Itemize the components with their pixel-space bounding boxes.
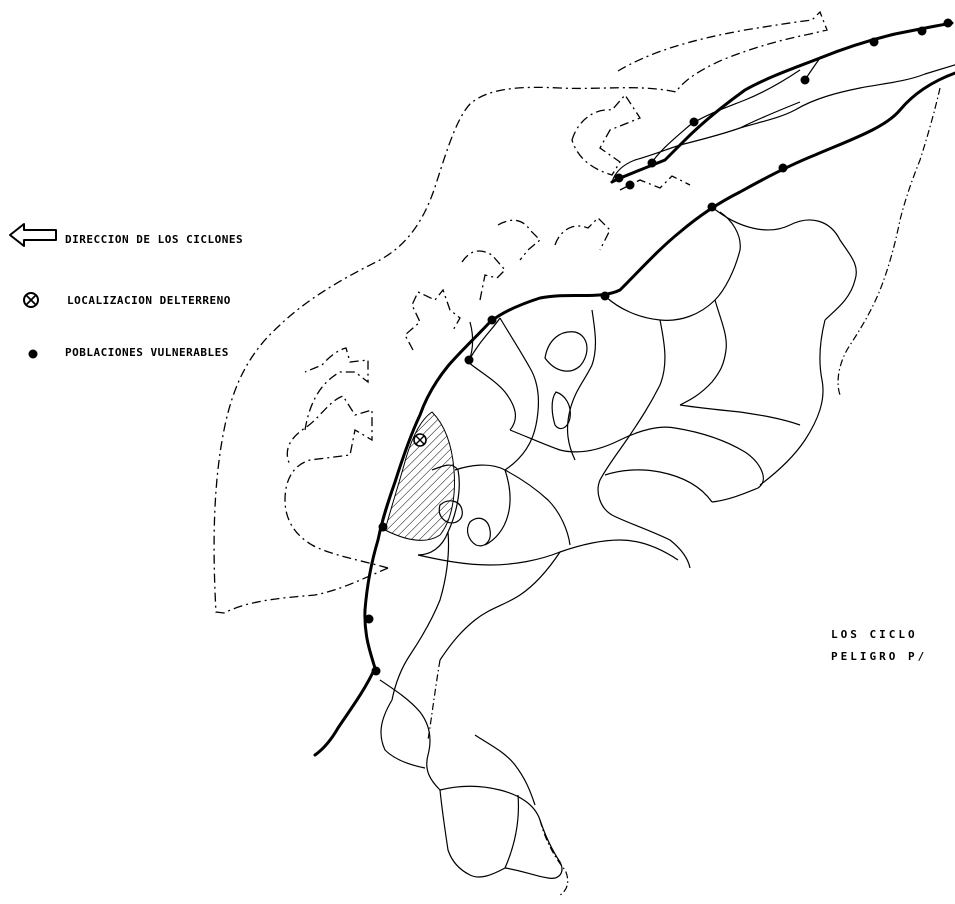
town-dot (800, 75, 810, 85)
town-dot (625, 180, 635, 190)
southern-boundary (427, 659, 569, 896)
town-dot (600, 291, 610, 301)
legend-item-terrain-location: LOCALIZACION DELTERRENO (23, 292, 231, 308)
border-line (439, 789, 506, 878)
border-line (467, 317, 501, 363)
vulnerable-towns (364, 18, 953, 676)
town-dot (614, 173, 624, 183)
cyclone-track (213, 10, 828, 614)
border-line (544, 331, 588, 372)
note-line-1: LOS CICLO (831, 628, 918, 641)
border-line (629, 319, 666, 436)
border-line (499, 317, 540, 471)
border-line (504, 794, 520, 869)
cyclone-track-mid-3 (497, 219, 541, 261)
cyclone-track-mid-4 (554, 217, 611, 251)
border-line (679, 404, 801, 426)
town-dot (487, 315, 497, 325)
border-line (484, 469, 511, 546)
legend-item-vulnerable-towns: POBLACIONES VULNERABLES (28, 346, 229, 359)
border-line (466, 517, 491, 547)
town-dot (378, 522, 388, 532)
terrain-hatch (384, 411, 455, 541)
town-dot (689, 117, 699, 127)
border-line (439, 785, 563, 879)
town-dot (778, 163, 788, 173)
town-dot (371, 666, 381, 676)
lagoon-coast (611, 57, 955, 183)
town-dot (364, 614, 374, 624)
legend-item-cyclone-direction: DIRECCION DE LOS CICLONES (9, 223, 243, 247)
municipal-borders (379, 206, 857, 879)
border-line (467, 361, 517, 431)
legend-label-terrain-location: LOCALIZACION DELTERRENO (67, 294, 231, 307)
border-line (509, 426, 764, 503)
cyclone-track-outer (213, 10, 828, 614)
filled-dot-icon (28, 349, 38, 359)
border-line (379, 679, 441, 791)
legend-label-vulnerable-towns: POBLACIONES VULNERABLES (65, 346, 229, 359)
border-line (474, 734, 536, 806)
cyclone-track-inner (284, 347, 389, 569)
cyclone-track-mid (404, 288, 461, 351)
border-line (391, 531, 450, 701)
border-line (604, 469, 713, 503)
hollow-arrow-left-icon (9, 223, 57, 247)
eastern-boundary (837, 87, 941, 396)
town-dot (869, 37, 879, 47)
town-dot (917, 26, 927, 36)
cyclone-track-mid-2 (461, 250, 506, 301)
terrain-marker-icon (413, 433, 427, 447)
border-line (604, 211, 741, 321)
border-line (679, 299, 727, 406)
terrain-area (384, 411, 455, 541)
legend-label-cyclone-direction: DIRECCION DE LOS CICLONES (65, 233, 243, 246)
border-line (566, 309, 597, 461)
coastline (313, 21, 955, 757)
map-note: LOS CICLO PELIGRO P/ (831, 628, 927, 663)
town-dot (707, 202, 717, 212)
border-line (439, 551, 561, 661)
cyclone-track-upper (571, 93, 641, 176)
border-line (759, 319, 826, 486)
town-dot (464, 355, 474, 365)
legend: DIRECCION DE LOS CICLONES LOCALIZACION D… (9, 223, 243, 359)
border-line (711, 206, 857, 321)
note-line-2: PELIGRO P/ (831, 650, 927, 663)
border-line (417, 539, 679, 566)
border-line (454, 464, 571, 546)
border-line (380, 699, 426, 769)
border-line (551, 391, 571, 430)
border-line (597, 434, 691, 569)
town-dot (647, 158, 657, 168)
circle-x-icon (23, 292, 39, 308)
town-dot (943, 18, 953, 28)
